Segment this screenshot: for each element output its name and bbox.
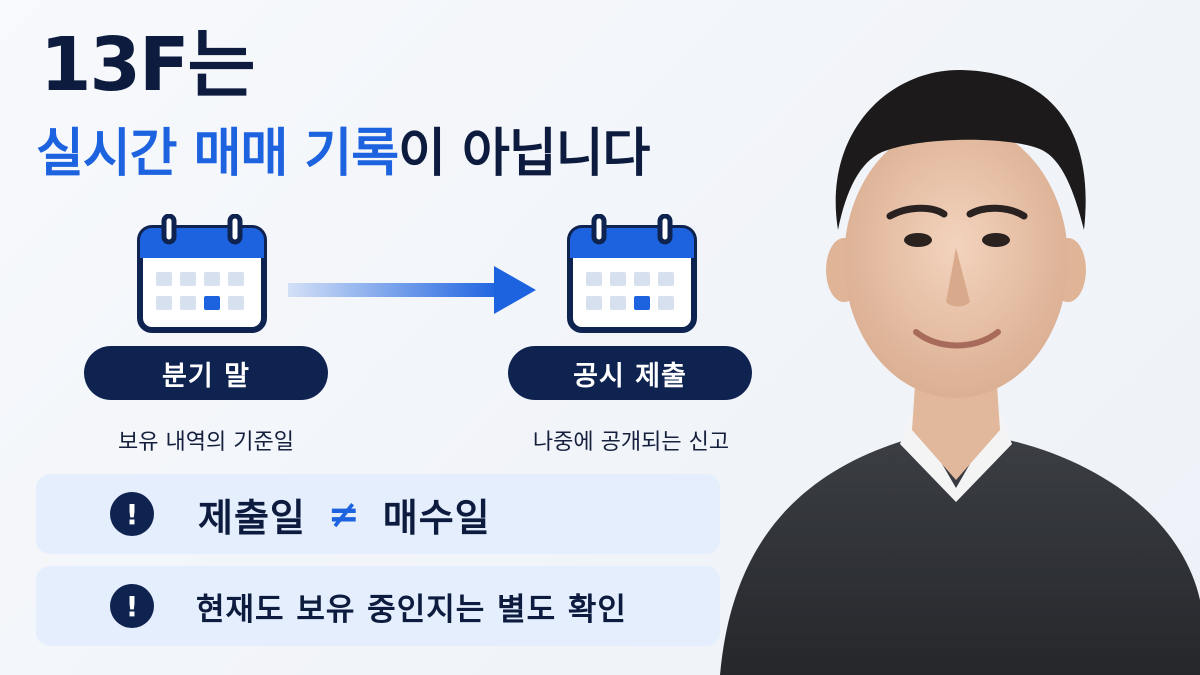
timeline-arrow-icon bbox=[288, 266, 536, 314]
quarter-end-caption: 보유 내역의 기준일 bbox=[118, 430, 294, 455]
filing-calendar-icon bbox=[567, 214, 697, 333]
presenter-photo bbox=[720, 69, 1200, 675]
filing-label: 공시 제출 bbox=[508, 346, 752, 400]
exclamation-icon: ! bbox=[110, 584, 154, 628]
headline-line1: 13F는 bbox=[40, 22, 256, 108]
headline-highlight: 실시간 매매 기록 bbox=[36, 124, 399, 184]
quarter-end-calendar-icon bbox=[137, 214, 267, 333]
not-equal-icon: ≠ bbox=[327, 492, 361, 536]
quarter-end-label: 분기 말 bbox=[84, 346, 328, 400]
notice-holding-check: ! 현재도 보유 중인지는 별도 확인 bbox=[36, 566, 720, 646]
filing-date-text: 제출일 bbox=[198, 495, 306, 540]
filing-caption: 나중에 공개되는 신고 bbox=[532, 430, 730, 455]
purchase-date-text: 매수일 bbox=[382, 495, 491, 540]
holding-check-text: 현재도 보유 중인지는 별도 확인 bbox=[196, 591, 627, 628]
notice-comparison: 제출일 ≠ 매수일 bbox=[198, 487, 491, 542]
headline-line2: 실시간 매매 기록이 아닙니다 bbox=[36, 128, 650, 180]
notice-filing-date: ! 제출일 ≠ 매수일 bbox=[36, 474, 720, 554]
headline-rest: 이 아닙니다 bbox=[398, 124, 650, 184]
exclamation-icon: ! bbox=[110, 492, 154, 536]
